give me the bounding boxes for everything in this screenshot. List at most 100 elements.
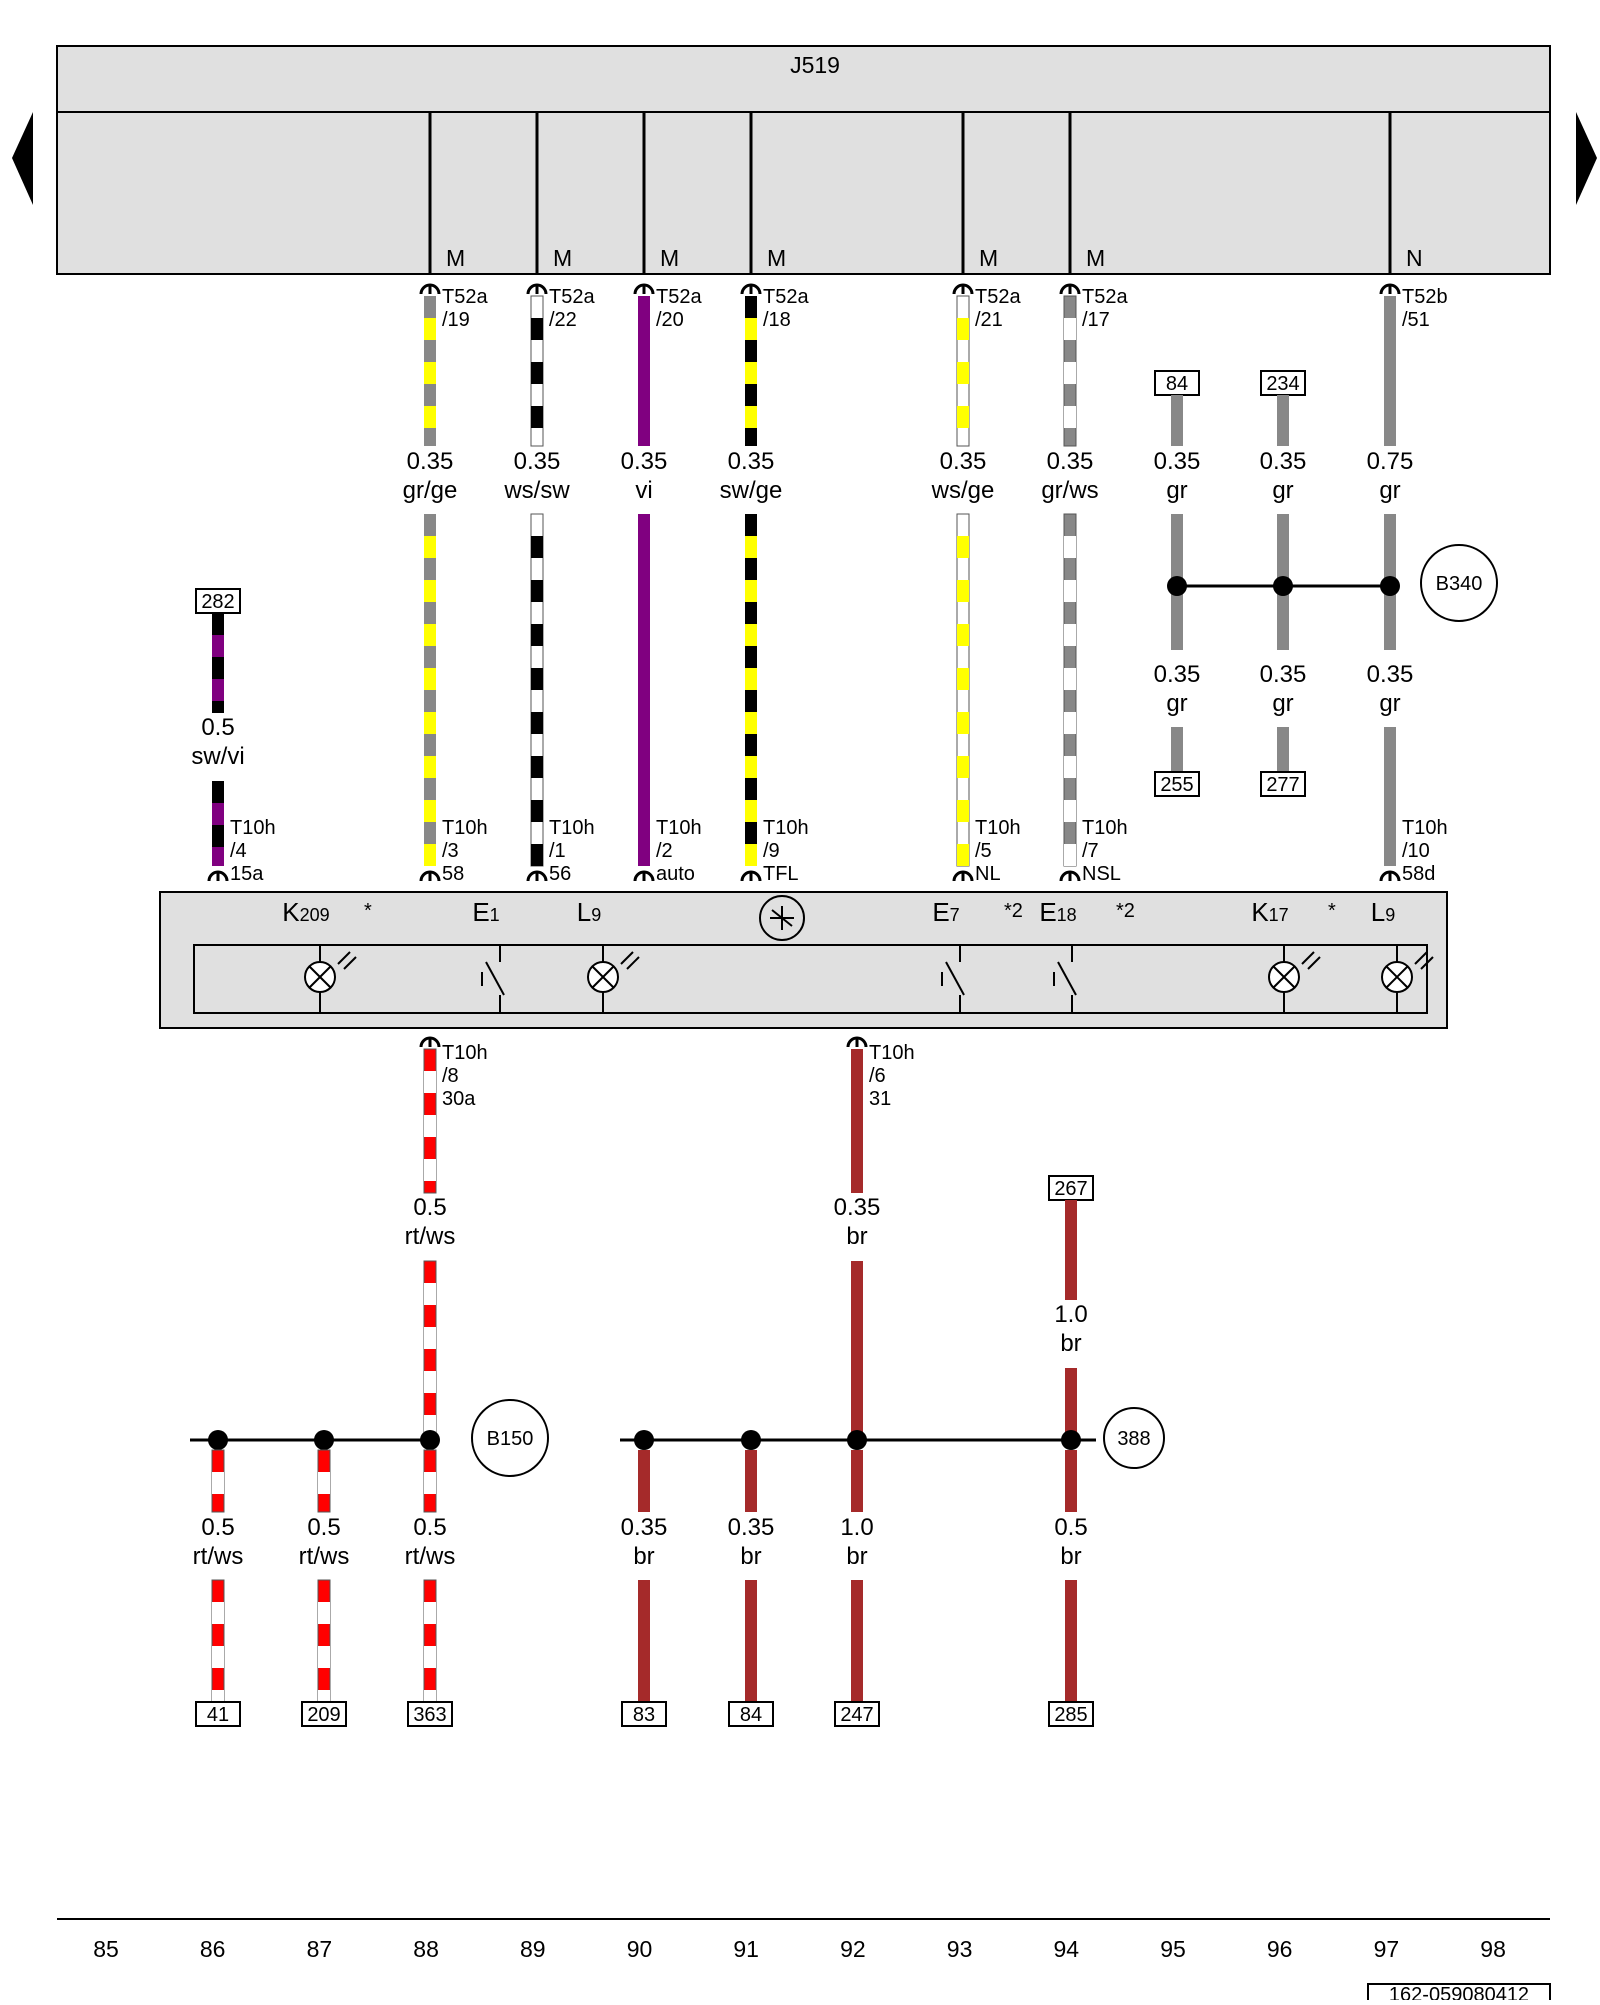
wire-21-color: ws/ge <box>931 477 995 504</box>
wire-21-lower-stripe <box>957 800 969 822</box>
wire-51-lower-label-gauge: 0.35 <box>1367 661 1414 688</box>
comp-k209-0-lamp-x2 <box>309 966 331 988</box>
wire-51-bottom-conn-2: 58d <box>1402 863 1435 885</box>
b340-bottom-ref-1: 277 <box>1266 774 1299 796</box>
wire-51-color: gr <box>1379 477 1400 504</box>
b340-junction-1 <box>1273 576 1293 596</box>
wire-22-bottom-conn-2: 56 <box>549 863 571 885</box>
wire-20-bottom-conn-2: auto <box>656 863 695 885</box>
wire-30a-conn-2: 30a <box>442 1088 476 1110</box>
g388-ref-1: 84 <box>740 1704 762 1726</box>
comp-k17-5-label: K17 <box>1251 897 1288 927</box>
wire-22-lower-stripe <box>531 800 543 822</box>
page-next-icon[interactable] <box>1576 112 1597 205</box>
wire-31-lower <box>851 1261 863 1440</box>
wire-18-lower-stripe <box>745 756 757 778</box>
wire-18-bottom-conn-0: T10h <box>763 817 809 839</box>
column-89: 89 <box>520 1936 546 1962</box>
comp-k17-5-light-ray-1 <box>1301 951 1315 965</box>
wire-22-lower-stripe <box>531 668 543 690</box>
b150-branch-0-color: rt/ws <box>193 1543 244 1570</box>
wire-22-lower-stripe <box>531 536 543 558</box>
b340-bottom-1-color: gr <box>1272 690 1293 717</box>
b150-branch-2-gauge: 0.5 <box>413 1514 446 1541</box>
wire-21-gauge: 0.35 <box>940 448 987 475</box>
g388-top-color: br <box>1060 1330 1081 1357</box>
g388-branch-1-gauge: 0.35 <box>728 1514 775 1541</box>
b340-top-1-gauge: 0.35 <box>1260 448 1307 475</box>
wire-17-pin: M <box>1086 245 1105 271</box>
b340-bottom-wire-0 <box>1171 727 1183 772</box>
wire-21-bottom-conn-0: T10h <box>975 817 1021 839</box>
wire-19-lower-stripe <box>424 668 436 690</box>
b150-ref-0-box <box>195 1701 241 1727</box>
doc-id: 162-059080412 <box>1389 1984 1529 2000</box>
g388-branch-upper-3 <box>1065 1450 1077 1512</box>
b150-branch-upper-0-stripe <box>212 1472 224 1494</box>
wire-30a-upper-stripe <box>424 1115 436 1137</box>
g388-branch-3-gauge: 0.5 <box>1054 1514 1087 1541</box>
wire-21-lower-stripe <box>957 844 969 866</box>
wire-19-upper-stripe <box>424 362 436 384</box>
g388-branch-0-gauge: 0.35 <box>621 1514 668 1541</box>
left-wire-gauge: 0.5 <box>201 714 234 741</box>
wire-18-top-conn-1: /18 <box>763 309 791 331</box>
left-wire-upper-stripe <box>212 679 224 701</box>
wire-17-lower-stripe <box>1064 756 1076 778</box>
b150-ref-0: 41 <box>207 1704 229 1726</box>
comp-l9-2-light-ray-2 <box>626 956 640 970</box>
wire-51-pin: N <box>1406 245 1423 271</box>
comp-k209-0-label: K209 <box>282 897 329 927</box>
column-96: 96 <box>1267 1936 1293 1962</box>
g388-branch-1-color: br <box>740 1543 761 1570</box>
wire-18-upper-stripe <box>745 318 757 340</box>
wire-17-bottom-conn-2: NSL <box>1082 863 1121 885</box>
g388-branch-lower-2 <box>851 1580 863 1702</box>
wire-51-top-conn-0: T52b <box>1402 286 1448 308</box>
wire-17-lower-stripe <box>1064 536 1076 558</box>
wire-22-lower-stripe <box>531 844 543 866</box>
wire-31-gauge: 0.35 <box>834 1194 881 1221</box>
b340-bottom-0-color: gr <box>1166 690 1187 717</box>
b340-top-ref-0: 84 <box>1166 373 1188 395</box>
column-87: 87 <box>307 1936 333 1962</box>
b150-ref-2-box <box>407 1701 453 1727</box>
wire-51-lower-label-color: gr <box>1379 690 1400 717</box>
wire-18-upper-stripe <box>745 406 757 428</box>
comp-e7-3-label: E7 <box>932 897 959 927</box>
wire-21-lower-stripe <box>957 712 969 734</box>
b340-bottom-ref-1-box <box>1260 771 1306 797</box>
left-wire-conn-1: /4 <box>230 840 247 862</box>
wire-18-upper-stripe <box>745 362 757 384</box>
comp-l9-2-lamp-x2 <box>592 966 614 988</box>
wire-17-lower-stripe <box>1064 624 1076 646</box>
b150-branch-lower-1-stripe <box>318 1602 330 1624</box>
b340-bottom-ref-0-box <box>1154 771 1200 797</box>
g388-branch-2-gauge: 1.0 <box>840 1514 873 1541</box>
b150-branch-lower-2 <box>423 1579 437 1703</box>
column-97: 97 <box>1374 1936 1400 1962</box>
b150-branch-lower-1 <box>317 1579 331 1703</box>
wire-17-bottom-conn-0: T10h <box>1082 817 1128 839</box>
wire-17-upper-stripe <box>1064 406 1076 428</box>
wire-22-lower-stripe <box>531 624 543 646</box>
g388-junction-2 <box>847 1430 867 1450</box>
comp-k17-5-note: * <box>1328 900 1336 922</box>
wire-31-color: br <box>846 1223 867 1250</box>
comp-e1-1-label: E1 <box>472 897 499 927</box>
g388-label: 388 <box>1117 1428 1150 1450</box>
wire-18-lower-stripe <box>745 844 757 866</box>
wire-17-lower-stripe <box>1064 580 1076 602</box>
g388-junction-0 <box>634 1430 654 1450</box>
wire-21-top-conn-0: T52a <box>975 286 1021 308</box>
wire-17-lower-stripe <box>1064 668 1076 690</box>
b150-branch-upper-1-stripe <box>318 1472 330 1494</box>
wire-51-upper <box>1384 296 1396 446</box>
comp-e18-4-switch-icon <box>1057 961 1077 996</box>
wire-19-lower-stripe <box>424 844 436 866</box>
wire-21-bottom-conn-2: NL <box>975 863 1001 885</box>
wire-21-top-conn-1: /21 <box>975 309 1003 331</box>
page-previous-icon[interactable] <box>12 112 33 205</box>
b150-branch-lower-0 <box>211 1579 225 1703</box>
